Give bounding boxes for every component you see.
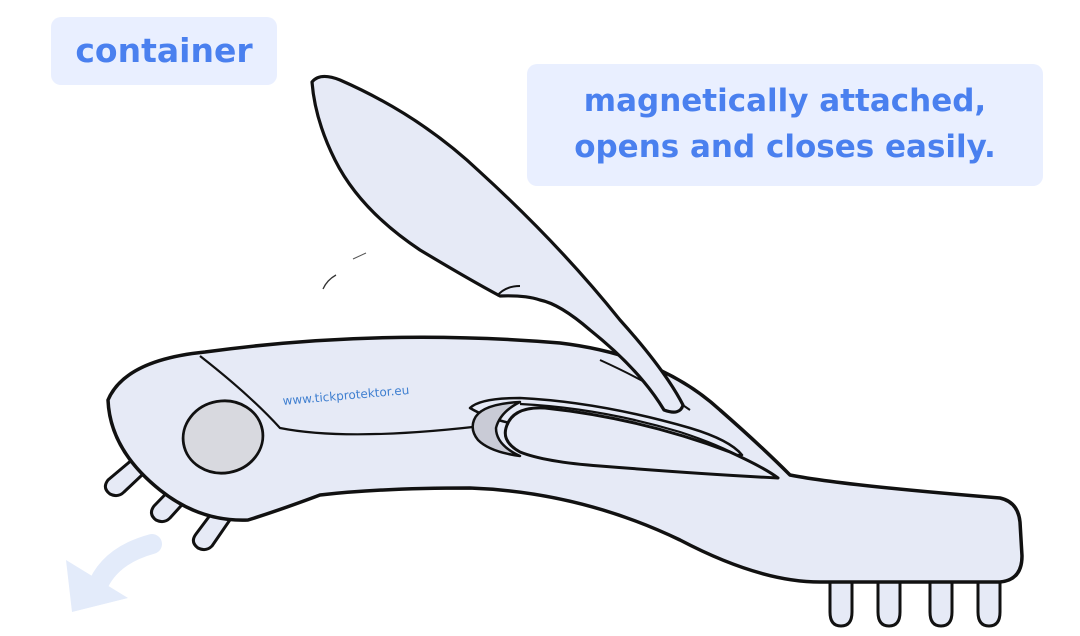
container-label: container <box>51 17 277 85</box>
container-label-text: container <box>75 31 253 70</box>
capsule-oval <box>181 399 265 475</box>
front-grip <box>503 406 780 480</box>
curved-arrow-down-left-icon <box>66 534 162 612</box>
magnetic-lid-label-line1: magnetically attached, <box>583 83 987 119</box>
magnetic-lid-label-line2: opens and closes easily. <box>574 129 996 165</box>
container-lid <box>310 74 685 414</box>
magnetic-lid-label: magnetically attached, opens and closes … <box>527 64 1043 186</box>
stray-strokes <box>322 252 367 290</box>
